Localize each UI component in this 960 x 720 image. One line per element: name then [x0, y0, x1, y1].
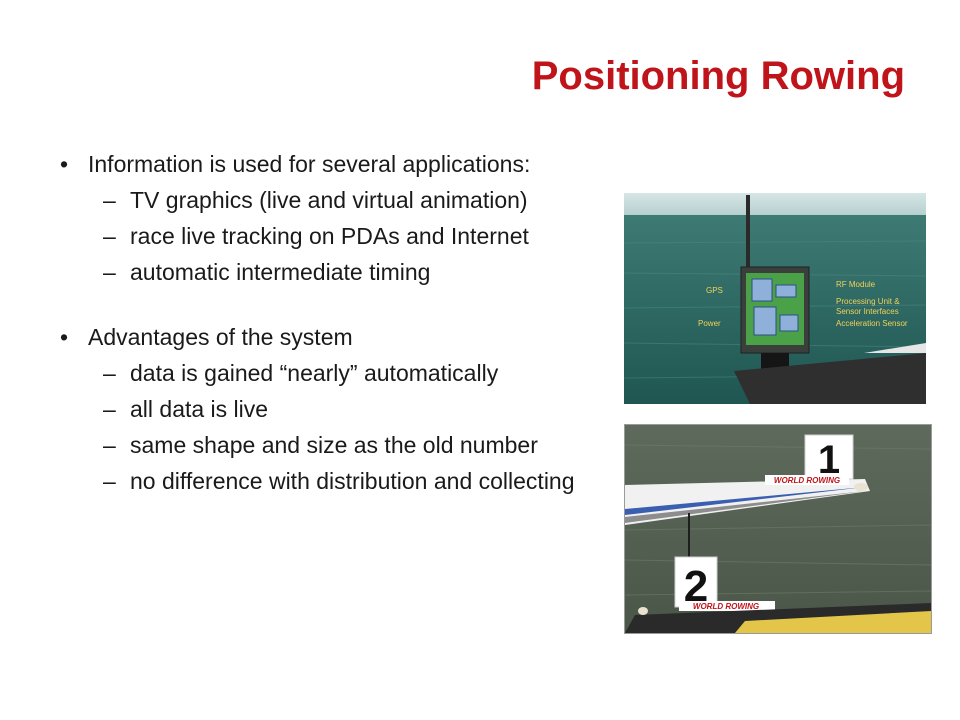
boat-number-illustration: 1 WORLD ROWING 2 WORLD ROWING: [625, 425, 931, 633]
label-rf-module: RF Module: [836, 280, 876, 289]
bullet-item: • Advantages of the system: [60, 323, 580, 352]
bullet-list: • Information is used for several applic…: [60, 150, 580, 496]
dash-mark: –: [103, 396, 116, 422]
label-sensor-interfaces: Sensor Interfaces: [836, 307, 899, 316]
sub-bullet-text: data is gained “nearly” automatically: [130, 360, 499, 386]
dash-mark: –: [103, 187, 116, 213]
sub-bullet-item: – same shape and size as the old number: [60, 431, 580, 460]
dash-mark: –: [103, 360, 116, 386]
boat-number-1: 1: [818, 438, 840, 482]
label-processing-unit: Processing Unit &: [836, 297, 900, 306]
dash-mark: –: [103, 468, 116, 494]
device-diagram-image: GPS Power RF Module Processing Unit & Se…: [624, 193, 926, 404]
sub-bullet-text: no difference with distribution and coll…: [130, 468, 575, 494]
label-acceleration-sensor: Acceleration Sensor: [836, 319, 908, 328]
sub-bullet-text: race live tracking on PDAs and Internet: [130, 223, 529, 249]
bullet-mark: •: [60, 324, 69, 350]
sub-bullet-item: – race live tracking on PDAs and Interne…: [60, 222, 580, 251]
bullet-item: • Information is used for several applic…: [60, 150, 580, 179]
dash-mark: –: [103, 223, 116, 249]
sub-bullet-item: – all data is live: [60, 395, 580, 424]
bullet-text: Advantages of the system: [88, 324, 353, 350]
sub-bullet-text: TV graphics (live and virtual animation): [130, 187, 528, 213]
bullet-mark: •: [60, 151, 69, 177]
label-gps: GPS: [706, 286, 723, 295]
brand-label-1: WORLD ROWING: [774, 476, 840, 485]
sub-bullet-item: – automatic intermediate timing: [60, 258, 580, 287]
sub-bullet-text: all data is live: [130, 396, 269, 422]
sub-bullet-item: – data is gained “nearly” automatically: [60, 359, 580, 388]
slide-title: Positioning Rowing: [531, 54, 905, 98]
boat-number-photo: 1 WORLD ROWING 2 WORLD ROWING: [624, 424, 932, 634]
label-power: Power: [698, 319, 721, 328]
bullet-text: Information is used for several applicat…: [88, 151, 531, 177]
brand-label-2: WORLD ROWING: [693, 602, 759, 611]
sub-bullet-item: – no difference with distribution and co…: [60, 467, 580, 496]
sub-bullet-text: automatic intermediate timing: [130, 259, 431, 285]
sub-bullet-item: – TV graphics (live and virtual animatio…: [60, 186, 580, 215]
sub-bullet-text: same shape and size as the old number: [130, 432, 538, 458]
dash-mark: –: [103, 432, 116, 458]
dash-mark: –: [103, 259, 116, 285]
device-diagram-illustration: GPS Power RF Module Processing Unit & Se…: [624, 193, 926, 404]
